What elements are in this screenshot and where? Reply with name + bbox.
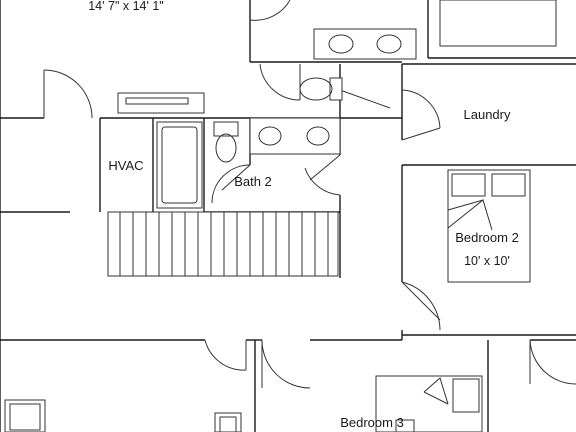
doors	[43, 0, 576, 389]
laundry-label: Laundry	[464, 107, 511, 122]
hvac-label: HVAC	[108, 158, 143, 173]
top-room-dimensions: 14' 7" x 14' 1"	[88, 0, 164, 13]
bedroom2-label: Bedroom 2	[455, 230, 519, 245]
bedroom3-label: Bedroom 3	[340, 415, 404, 430]
bedroom2-dimensions: 10' x 10'	[464, 254, 510, 268]
fixtures	[4, 0, 557, 432]
bath2-label: Bath 2	[234, 174, 272, 189]
stairs	[107, 211, 339, 277]
